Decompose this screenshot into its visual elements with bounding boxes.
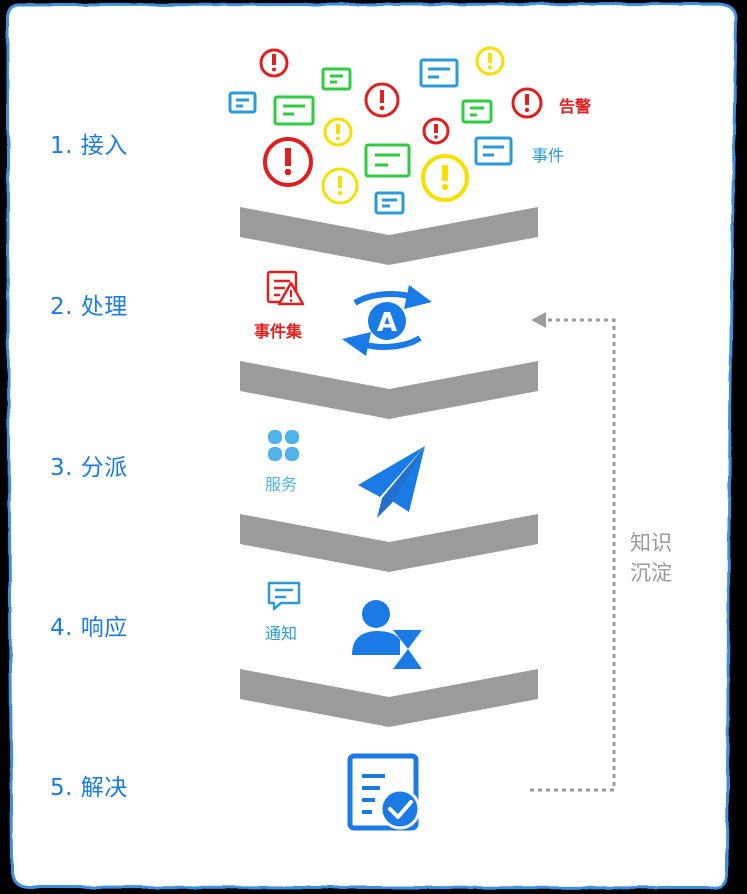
knowledge-label: 知识 沉淀 xyxy=(630,528,690,588)
alerts-label: 告警 xyxy=(559,97,592,116)
alert-icon xyxy=(259,48,543,187)
step-1-label: 1. 接入 xyxy=(50,133,128,159)
message-icon xyxy=(273,67,493,178)
loop-arrowhead xyxy=(531,312,546,328)
knowledge-line-2: 沉淀 xyxy=(630,561,672,585)
warning-icon xyxy=(321,46,505,205)
alert-cloud xyxy=(228,46,543,215)
chevron-1 xyxy=(240,207,538,265)
event-icon xyxy=(228,58,513,215)
step-2-label: 2. 处理 xyxy=(50,294,128,320)
incident-icon xyxy=(266,270,305,306)
resolved-icon xyxy=(347,753,421,831)
knowledge-loop xyxy=(530,312,616,792)
step-4-label: 4. 响应 xyxy=(50,615,128,641)
auto-process-icon: A xyxy=(342,285,432,356)
flow-chevrons xyxy=(240,207,538,727)
service-icon xyxy=(268,430,299,461)
responder-icon xyxy=(352,600,422,669)
step-5-label: 5. 解决 xyxy=(50,775,128,801)
notify-icon xyxy=(267,581,301,611)
svg-text:A: A xyxy=(377,308,397,338)
chevron-3 xyxy=(240,514,538,572)
services-label: 服务 xyxy=(265,475,298,494)
card-background xyxy=(6,2,738,890)
chevron-4 xyxy=(240,669,538,727)
step-3-label: 3. 分派 xyxy=(50,455,128,481)
knowledge-line-1: 知识 xyxy=(630,531,672,555)
incidents-label: 事件集 xyxy=(254,322,303,341)
notify-label: 通知 xyxy=(265,624,298,643)
chevron-2 xyxy=(240,361,538,419)
send-icon xyxy=(358,446,425,518)
events-label: 事件 xyxy=(532,146,565,165)
